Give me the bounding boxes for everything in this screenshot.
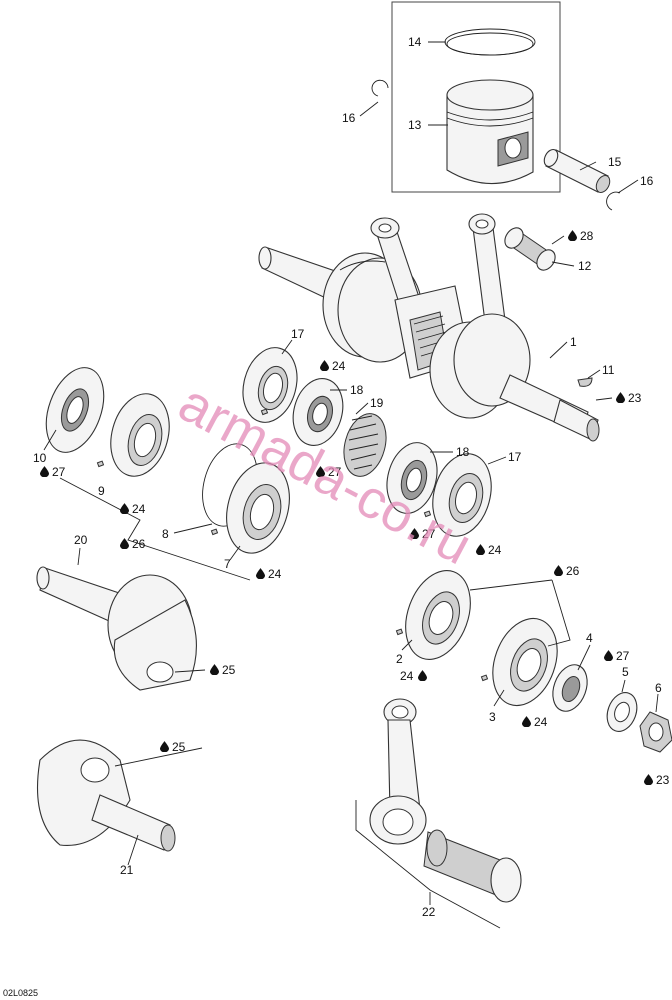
dowel-pin bbox=[395, 628, 404, 636]
callout-12: 12 bbox=[578, 259, 592, 273]
drop-icon bbox=[418, 670, 427, 681]
dowel-pin bbox=[96, 460, 105, 468]
crankshaft-half-left bbox=[36, 566, 197, 691]
drawing-code: 02L0825 bbox=[3, 988, 38, 998]
callout-17: 17 bbox=[508, 450, 522, 464]
connecting-rod bbox=[369, 698, 522, 903]
circlip-right bbox=[606, 191, 621, 211]
circlip-left bbox=[371, 79, 389, 97]
callout-3: 3 bbox=[489, 710, 496, 724]
callout-14: 14 bbox=[408, 35, 422, 49]
drop-icon bbox=[616, 392, 625, 403]
callout-24: 24 bbox=[534, 715, 548, 729]
callout-19: 19 bbox=[370, 396, 384, 410]
callout-1: 1 bbox=[570, 335, 577, 349]
ball-bearing-9 bbox=[110, 393, 170, 477]
drop-icon bbox=[320, 360, 329, 371]
callout-4: 4 bbox=[586, 631, 593, 645]
dowel-pin bbox=[260, 408, 269, 416]
callout-27: 27 bbox=[616, 649, 630, 663]
dowel-pin bbox=[423, 510, 432, 518]
callout-21: 21 bbox=[120, 863, 134, 877]
callout-2: 2 bbox=[396, 652, 403, 666]
callout-23: 23 bbox=[656, 773, 670, 787]
callout-20: 20 bbox=[74, 533, 88, 547]
callout-25: 25 bbox=[172, 740, 186, 754]
ball-bearing-3 bbox=[492, 617, 558, 707]
callout-24: 24 bbox=[268, 567, 282, 581]
callout-13: 13 bbox=[408, 118, 422, 132]
drop-icon bbox=[554, 565, 563, 576]
oil-seal-18-right bbox=[386, 442, 438, 514]
drop-icon bbox=[160, 741, 169, 752]
callout-27: 27 bbox=[52, 465, 66, 479]
ball-bearing-2 bbox=[405, 570, 471, 660]
callout-7: 7 bbox=[224, 557, 231, 571]
callout-24: 24 bbox=[400, 669, 414, 683]
callout-22: 22 bbox=[422, 905, 436, 919]
callout-24: 24 bbox=[132, 502, 146, 516]
drop-icon bbox=[256, 568, 265, 579]
callout-16: 16 bbox=[342, 111, 356, 125]
callout-11: 11 bbox=[602, 363, 615, 377]
callout-18: 18 bbox=[350, 383, 364, 397]
callout-16: 16 bbox=[640, 174, 654, 188]
drive-gear bbox=[343, 413, 387, 477]
piston bbox=[446, 79, 534, 185]
callout-28: 28 bbox=[580, 229, 594, 243]
callout-9: 9 bbox=[98, 484, 105, 498]
washer-5 bbox=[606, 692, 638, 732]
drop-icon bbox=[604, 650, 613, 661]
callout-27: 27 bbox=[328, 465, 342, 479]
drop-icon bbox=[568, 230, 577, 241]
piston-group-frame bbox=[391, 1, 561, 193]
callout-24: 24 bbox=[332, 359, 346, 373]
callout-18: 18 bbox=[456, 445, 470, 459]
oil-seal-18-left bbox=[292, 378, 344, 446]
callout-5: 5 bbox=[622, 665, 629, 679]
callout-10: 10 bbox=[33, 451, 47, 465]
drop-icon bbox=[120, 503, 129, 514]
drop-icon bbox=[644, 774, 653, 785]
oil-seal-left bbox=[45, 367, 105, 453]
callout-26: 26 bbox=[132, 537, 146, 551]
callout-6: 6 bbox=[655, 681, 662, 695]
dowel-pin bbox=[210, 528, 219, 536]
ball-bearing-7 bbox=[226, 462, 290, 554]
callout-25: 25 bbox=[222, 663, 236, 677]
callout-8: 8 bbox=[162, 527, 169, 541]
crankshaft-half-right bbox=[37, 739, 176, 852]
oil-seal-4 bbox=[552, 664, 588, 712]
callout-15: 15 bbox=[608, 155, 622, 169]
callout-27: 27 bbox=[422, 527, 436, 541]
dowel-pin bbox=[480, 674, 489, 682]
drop-icon bbox=[210, 664, 219, 675]
callout-23: 23 bbox=[628, 391, 642, 405]
callout-26: 26 bbox=[566, 564, 580, 578]
wrist-pin bbox=[543, 148, 611, 193]
leader-lines bbox=[43, 41, 659, 929]
callout-24: 24 bbox=[488, 543, 502, 557]
drop-icon bbox=[476, 544, 485, 555]
woodruff-key bbox=[577, 377, 593, 387]
crankshaft-assembly bbox=[258, 213, 600, 442]
nut-6 bbox=[639, 711, 672, 753]
ball-bearing-17-right bbox=[432, 453, 492, 537]
callout-labels: 14 13 16 15 16 28 12 17 24 18 19 1 11 23… bbox=[33, 35, 670, 919]
needle-bearing bbox=[504, 227, 556, 271]
drop-icon bbox=[522, 716, 531, 727]
drop-icon bbox=[40, 466, 49, 477]
ball-bearing-17-left bbox=[242, 347, 298, 423]
callout-17: 17 bbox=[291, 327, 305, 341]
